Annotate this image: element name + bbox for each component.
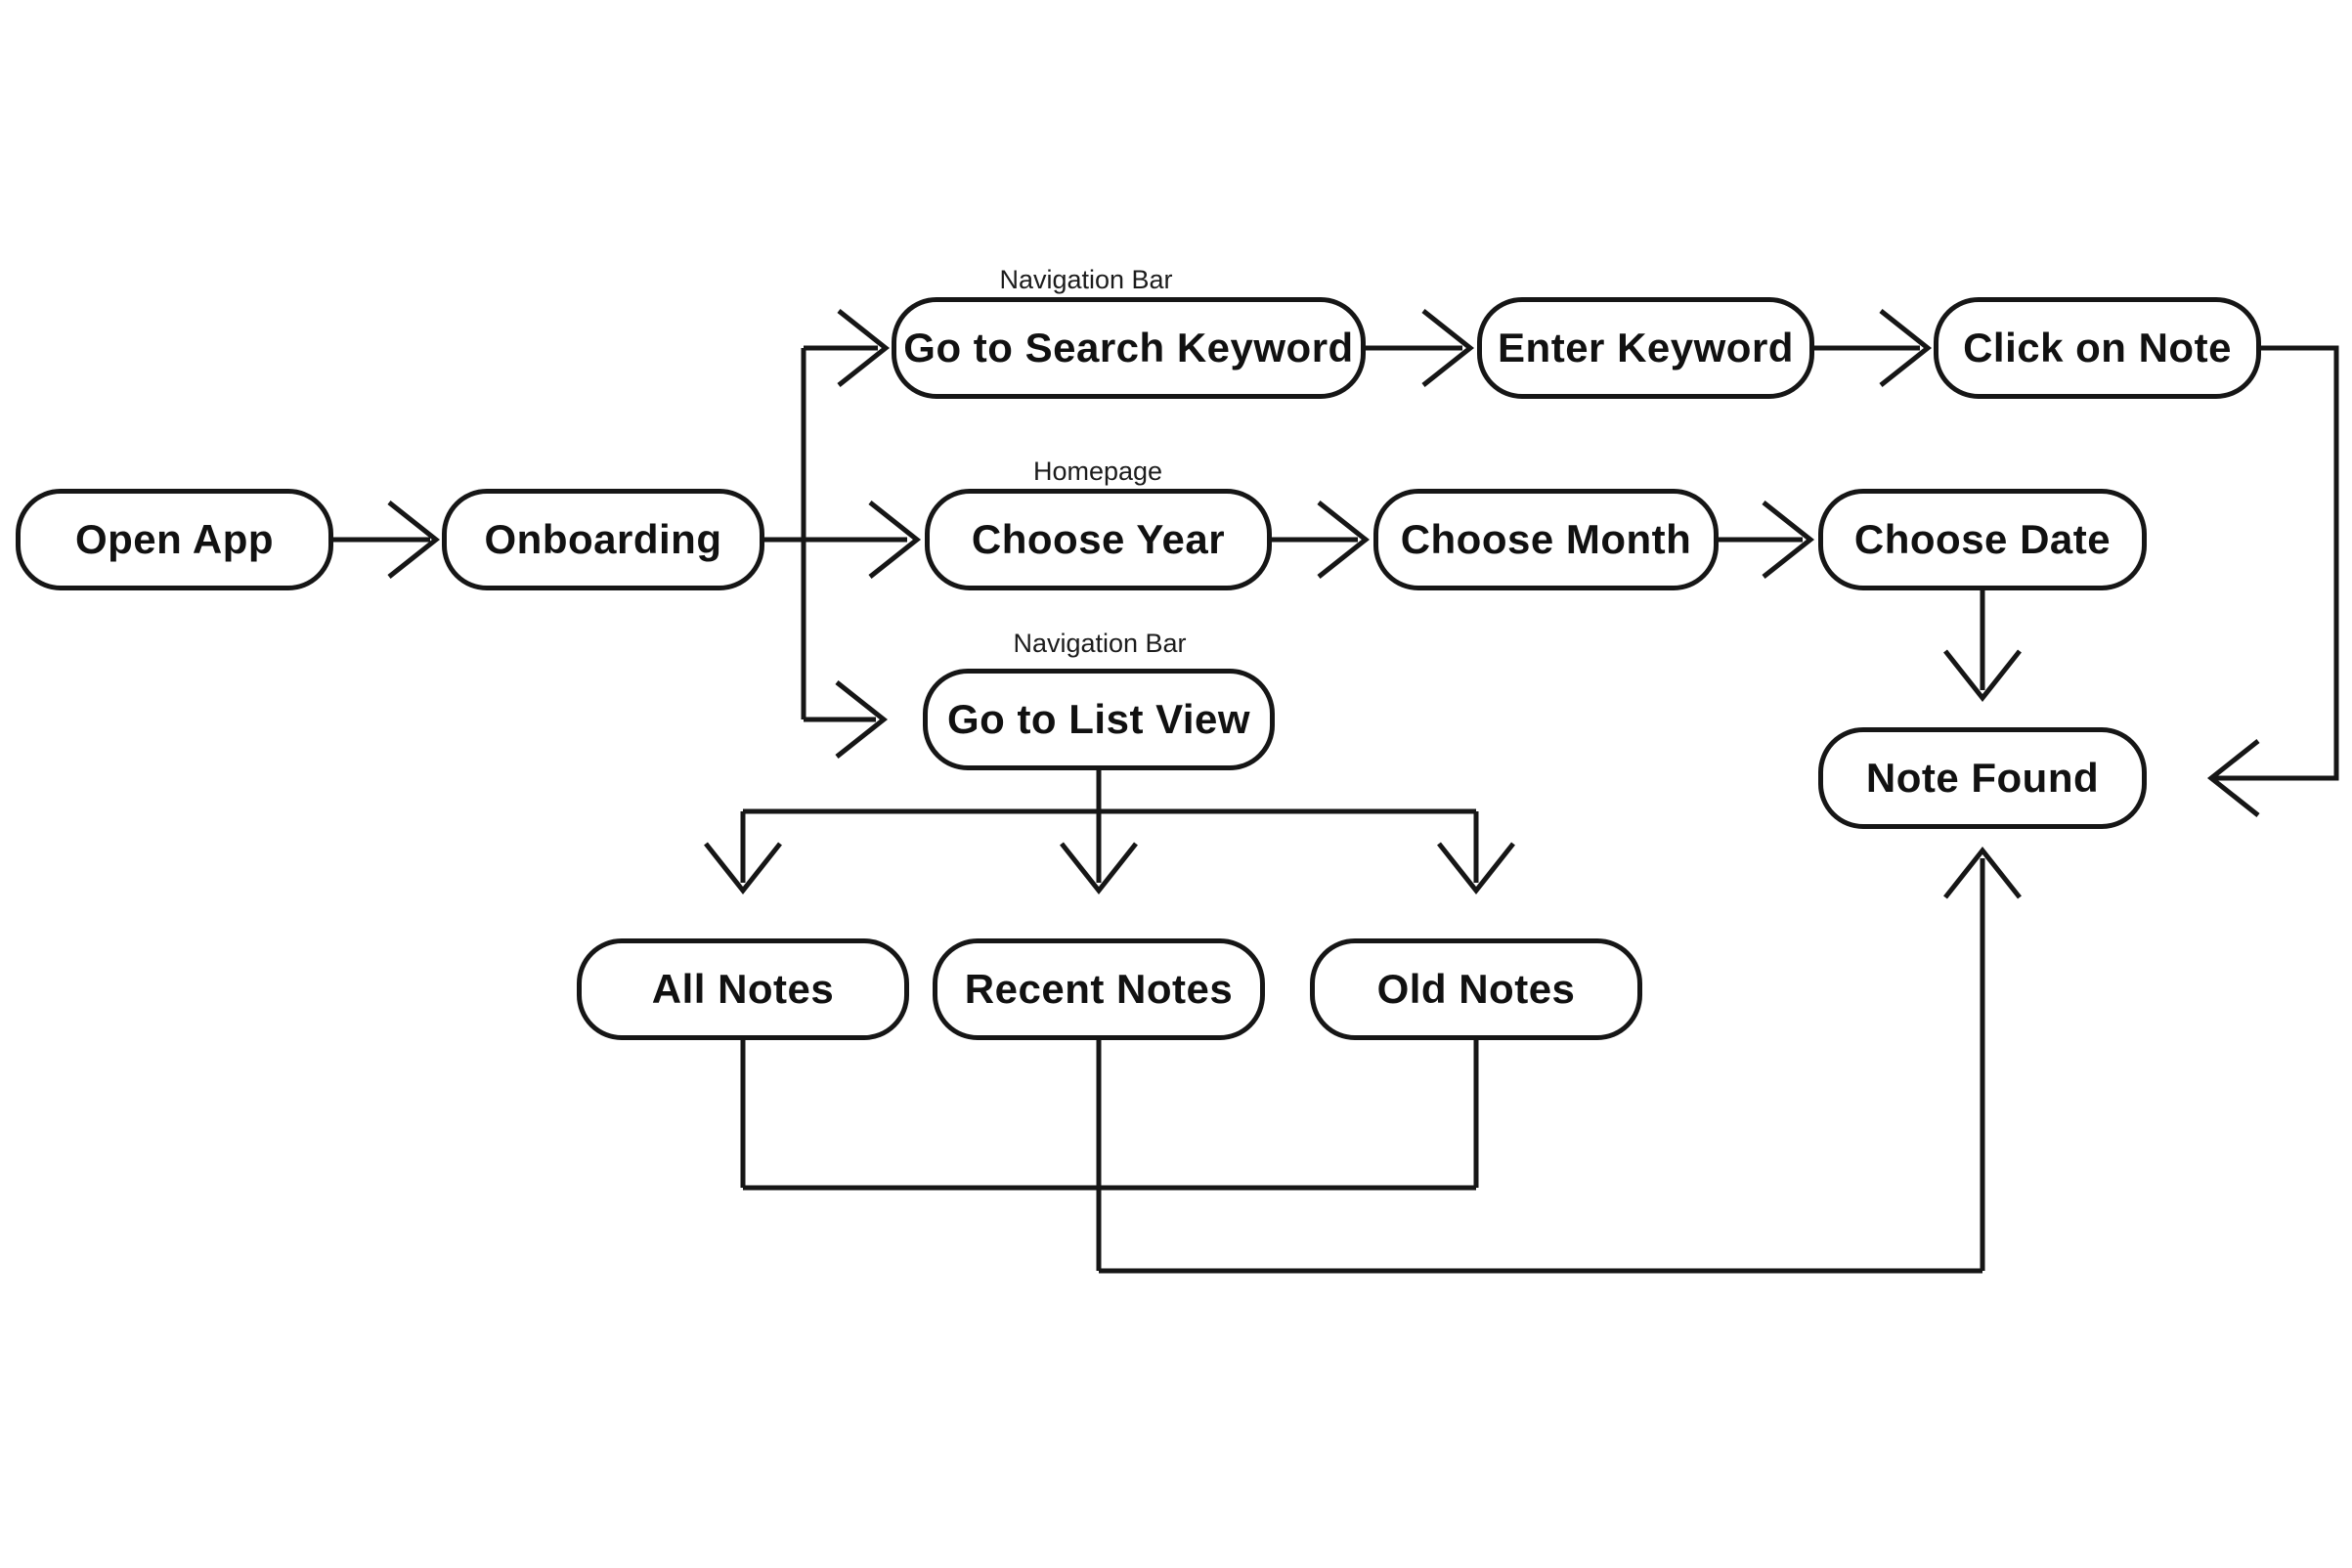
- edge-notes-merge-line: [740, 1040, 1479, 1191]
- node-all-notes: All Notes: [577, 938, 909, 1040]
- node-click-on-note-label: Click on Note: [1963, 325, 2232, 370]
- node-open-app: Open App: [16, 489, 333, 590]
- node-all-notes-label: All Notes: [651, 966, 835, 1012]
- node-choose-month-label: Choose Month: [1400, 516, 1692, 562]
- node-note-found: Note Found: [1818, 727, 2147, 829]
- edge-search-keyword-to-enter-keyword: [1366, 309, 1475, 387]
- node-old-notes-label: Old Notes: [1376, 966, 1576, 1012]
- node-recent-notes-label: Recent Notes: [964, 966, 1234, 1012]
- group-label-homepage: Homepage: [1032, 457, 1163, 486]
- group-label-navigation-bar-list: Navigation Bar: [1013, 629, 1187, 658]
- node-onboarding: Onboarding: [442, 489, 764, 590]
- edge-click-on-note-to-note-found: [2206, 345, 2339, 817]
- edge-open-app-to-onboarding: [333, 501, 441, 579]
- edge-onboarding-to-go-to-list-view: [804, 680, 889, 759]
- node-enter-keyword: Enter Keyword: [1477, 297, 1814, 399]
- node-go-to-list-view-label: Go to List View: [946, 696, 1251, 742]
- edge-choose-year-to-choose-month: [1272, 501, 1371, 579]
- node-note-found-label: Note Found: [1865, 755, 2100, 801]
- edge-go-to-list-view-split: [704, 770, 1515, 895]
- edge-enter-keyword-to-click-on-note: [1814, 309, 1933, 387]
- edge-choose-month-to-choose-date: [1719, 501, 1815, 579]
- node-recent-notes: Recent Notes: [933, 938, 1265, 1040]
- group-label-navigation-bar-search: Navigation Bar: [999, 265, 1173, 294]
- node-choose-year: Choose Year: [925, 489, 1272, 590]
- node-go-to-search-keyword-label: Go to Search Keyword: [903, 325, 1354, 370]
- node-choose-year-label: Choose Year: [971, 516, 1226, 562]
- node-enter-keyword-label: Enter Keyword: [1498, 325, 1794, 370]
- edge-onboarding-to-choose-year: [868, 501, 922, 579]
- edge-onboarding-branch-vertical: [764, 348, 907, 719]
- edge-onboarding-to-go-to-search-keyword: [804, 309, 891, 387]
- node-choose-date-label: Choose Date: [1853, 516, 2112, 562]
- node-go-to-search-keyword: Go to Search Keyword: [892, 297, 1366, 399]
- node-open-app-label: Open App: [74, 516, 275, 562]
- node-onboarding-label: Onboarding: [484, 516, 722, 562]
- node-choose-month: Choose Month: [1373, 489, 1719, 590]
- edge-choose-date-to-note-found: [1943, 590, 2022, 703]
- edge-notes-to-note-found: [1096, 846, 2022, 1274]
- node-click-on-note: Click on Note: [1934, 297, 2261, 399]
- node-old-notes: Old Notes: [1310, 938, 1642, 1040]
- node-go-to-list-view: Go to List View: [923, 669, 1275, 770]
- node-choose-date: Choose Date: [1818, 489, 2147, 590]
